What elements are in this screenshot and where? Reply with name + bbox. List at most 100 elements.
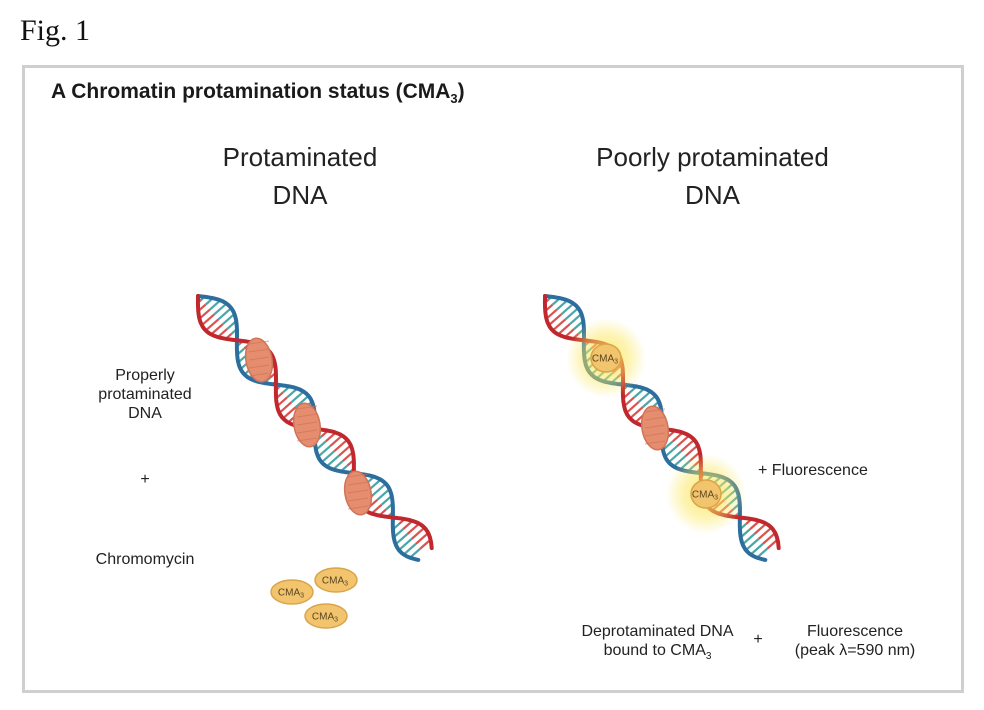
base-pair-half — [209, 299, 222, 311]
deprotaminated-label: Deprotaminated DNA bound to CMA3 — [565, 622, 750, 666]
cma3-molecule: CMA3 — [270, 579, 314, 605]
protamine-texture — [347, 489, 369, 494]
panel-letter: A — [51, 80, 66, 103]
base-pair-half — [684, 444, 699, 457]
cma3-body — [314, 567, 358, 593]
base-pair-half — [625, 401, 640, 414]
base-pair-half — [680, 438, 695, 452]
base-pair-half — [757, 526, 773, 540]
left-title-line2: DNA — [272, 180, 328, 210]
panel-title-sub: 3 — [450, 91, 458, 107]
deprot-line1: Deprotaminated DNA — [581, 623, 734, 640]
protamine-texture — [296, 405, 318, 410]
deprot-line2: bound to CMA3 — [603, 642, 712, 663]
base-pair-half — [372, 482, 387, 496]
protamine-protein — [244, 337, 274, 383]
base-pair-half — [667, 450, 683, 464]
base-pair-half — [278, 401, 293, 414]
protamine-protein — [640, 405, 670, 451]
cma3-body — [304, 603, 348, 629]
base-pair-half — [741, 533, 756, 546]
cma3-label-sub: 3 — [334, 617, 338, 624]
protamine-texture — [644, 432, 666, 437]
cma3-label: CMA3 — [312, 612, 338, 624]
base-pair-half — [406, 522, 420, 535]
protamine-texture — [248, 364, 270, 369]
protamine-texture — [296, 437, 318, 442]
cma3-label: CMA3 — [278, 588, 304, 600]
fluor-line2: (peak λ=590 nm) — [794, 642, 916, 659]
base-pair-half — [205, 318, 220, 332]
protamine-texture — [347, 505, 369, 510]
cma3-molecule: CMA3 — [666, 454, 746, 534]
protamine-texture — [296, 413, 318, 418]
fluorescence-peak-label: Fluorescence (peak λ=590 nm) — [775, 622, 935, 660]
cma3-label-sub: 3 — [344, 581, 348, 588]
protamine-blob — [640, 405, 670, 451]
right-column-title: Poorly protaminated DNA — [555, 138, 870, 214]
protamine-group-right — [640, 405, 670, 451]
base-pair-half — [745, 538, 760, 551]
base-pair-half — [295, 395, 310, 408]
base-pair-half — [317, 445, 331, 458]
base-pair-half — [750, 542, 764, 556]
base-pair-half — [201, 313, 215, 327]
protamine-texture — [347, 473, 369, 478]
base-pair-half — [410, 526, 426, 540]
figure-label: Fig. 1 — [20, 14, 91, 47]
protamine-texture — [347, 497, 369, 502]
base-pair-half — [394, 533, 409, 546]
base-pair-half — [403, 542, 417, 556]
protamine-protein — [343, 470, 373, 516]
left-title-line1: Protaminated — [222, 142, 378, 172]
base-pair-half — [282, 406, 297, 420]
cma3-label-sub: 3 — [300, 593, 304, 600]
protamine-texture — [644, 424, 666, 429]
label-line3: DNA — [128, 405, 162, 422]
protamine-texture — [248, 348, 270, 353]
protamine-texture — [644, 408, 666, 413]
right-title-line2: DNA — [685, 180, 740, 210]
base-pair-half — [337, 444, 352, 457]
base-pair-half — [213, 302, 228, 316]
protamine-texture — [644, 416, 666, 421]
base-pair-half — [557, 323, 571, 336]
base-pair-half — [676, 434, 690, 447]
base-pair-half — [642, 395, 657, 408]
protamine-texture — [296, 429, 318, 434]
cma3-label: CMA3 — [692, 490, 718, 502]
fluorescence-label: + Fluorescence — [758, 462, 868, 479]
cma3-label-sub: 3 — [714, 495, 718, 502]
base-pair-half — [569, 313, 583, 325]
protamine-texture — [248, 372, 270, 377]
properly-protaminated-label: Properly protaminated DNA — [80, 366, 210, 423]
cma3-label: CMA3 — [592, 354, 618, 366]
cma3-molecule: CMA3 — [566, 318, 646, 398]
cma3-label-sub: 3 — [614, 359, 618, 366]
base-pair-half — [564, 307, 579, 321]
base-pair-half — [753, 522, 767, 535]
cma3-molecule: CMA3 — [314, 567, 358, 593]
cma3-body — [270, 579, 314, 605]
left-column-title: Protaminated DNA — [190, 138, 410, 214]
base-pair-half — [552, 318, 567, 332]
base-pair-half — [762, 532, 776, 545]
base-pair-half — [664, 445, 678, 458]
fluor-line1: Fluorescence — [806, 623, 904, 640]
base-pair-half — [637, 390, 652, 404]
cma3-molecule: CMA3 — [304, 603, 348, 629]
base-pair-half — [629, 406, 644, 420]
base-pair-half — [672, 455, 687, 468]
base-pair-half — [329, 434, 343, 447]
base-pair-half — [210, 323, 224, 336]
figure-panel: A Chromatin protamination status (CMA3) — [22, 65, 964, 693]
protamine-group-left — [244, 337, 373, 516]
base-pair-half — [560, 302, 575, 316]
cma3-body — [690, 479, 722, 509]
protamine-texture — [248, 356, 270, 361]
chromomycin-label: Chromomycin — [95, 551, 195, 568]
base-pair-half — [325, 455, 340, 468]
base-pair-half — [290, 390, 305, 404]
